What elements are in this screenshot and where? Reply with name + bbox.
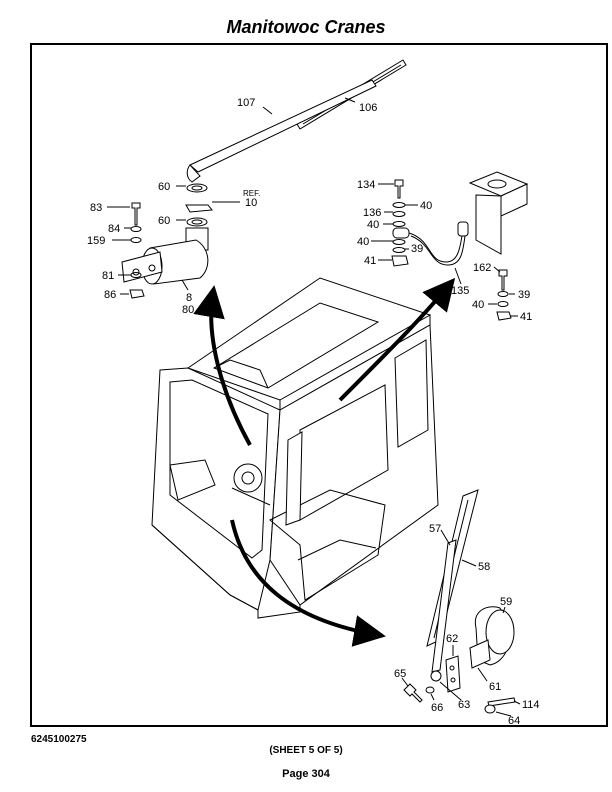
arrow-to-motor [193, 285, 252, 446]
callout-159: 159 [87, 235, 105, 247]
callout-40-a: 40 [420, 200, 432, 212]
nut-41-lower [496, 311, 512, 321]
arrow-to-nozzle [338, 277, 456, 402]
bolt-65 [403, 683, 423, 703]
wiper-arm-107 [189, 79, 377, 173]
operator-cab [151, 277, 439, 619]
wiper-arm-57 [431, 539, 457, 673]
callout-60-bottom: 60 [158, 215, 170, 227]
callout-10: 10 [245, 197, 257, 209]
callout-83: 83 [90, 202, 102, 214]
callout-80: 80 [182, 304, 194, 316]
callout-66: 66 [431, 702, 443, 714]
page-title: Manitowoc Cranes [226, 17, 386, 37]
callout-136: 136 [363, 207, 381, 219]
nut-10 [185, 204, 213, 213]
bracket-62 [445, 655, 461, 693]
callout-41-a: 41 [364, 255, 376, 267]
callout-86: 86 [104, 289, 116, 301]
washer-nozzle-assembly [371, 171, 529, 321]
callout-81: 81 [102, 270, 114, 282]
hose-135 [408, 232, 463, 263]
washer-60-bottom [186, 217, 208, 227]
drawing-frame [30, 43, 608, 727]
callout-61: 61 [489, 681, 501, 693]
callout-39-a: 39 [411, 243, 423, 255]
callout-135: 135 [451, 285, 469, 297]
callout-162: 162 [473, 262, 491, 274]
document-number: 6245100275 [31, 734, 87, 745]
nut-41 [391, 255, 409, 267]
rear-wiper-assembly [401, 489, 521, 717]
callout-65: 65 [394, 668, 406, 680]
callout-58: 58 [478, 561, 490, 573]
front-wiper-assembly [107, 59, 407, 299]
callout-39-b: 39 [518, 289, 530, 301]
callout-40-b: 40 [367, 219, 379, 231]
bolt-134 [394, 179, 404, 199]
bolt-162 [498, 269, 508, 291]
wiper-motor-8 [149, 239, 209, 285]
callout-60-top: 60 [158, 181, 170, 193]
callout-40-d: 40 [472, 299, 484, 311]
callout-62: 62 [446, 633, 458, 645]
arrow-to-rear-wiper [230, 519, 386, 647]
callout-63: 63 [458, 699, 470, 711]
callout-114: 114 [522, 699, 540, 711]
washer-60-top [186, 183, 208, 193]
callout-84: 84 [108, 223, 120, 235]
sheet-label: (SHEET 5 OF 5) [269, 745, 343, 756]
callout-106: 106 [359, 102, 377, 114]
page-number: Page 304 [282, 768, 330, 780]
bolt-83 [131, 202, 141, 226]
callout-57: 57 [429, 523, 441, 535]
callout-labels: 107 106 60 REF. 10 60 83 84 159 81 86 8 … [87, 97, 540, 727]
callout-59: 59 [500, 596, 512, 608]
screw-114 [487, 697, 516, 707]
callout-134: 134 [357, 179, 375, 191]
callout-107: 107 [237, 97, 255, 109]
callout-64: 64 [508, 715, 520, 727]
callout-41-b: 41 [520, 311, 532, 323]
callout-8: 8 [186, 292, 192, 304]
nozzle [392, 227, 410, 239]
nut-86 [129, 289, 145, 299]
callout-40-c: 40 [357, 236, 369, 248]
callout-ref: REF. [243, 189, 260, 198]
